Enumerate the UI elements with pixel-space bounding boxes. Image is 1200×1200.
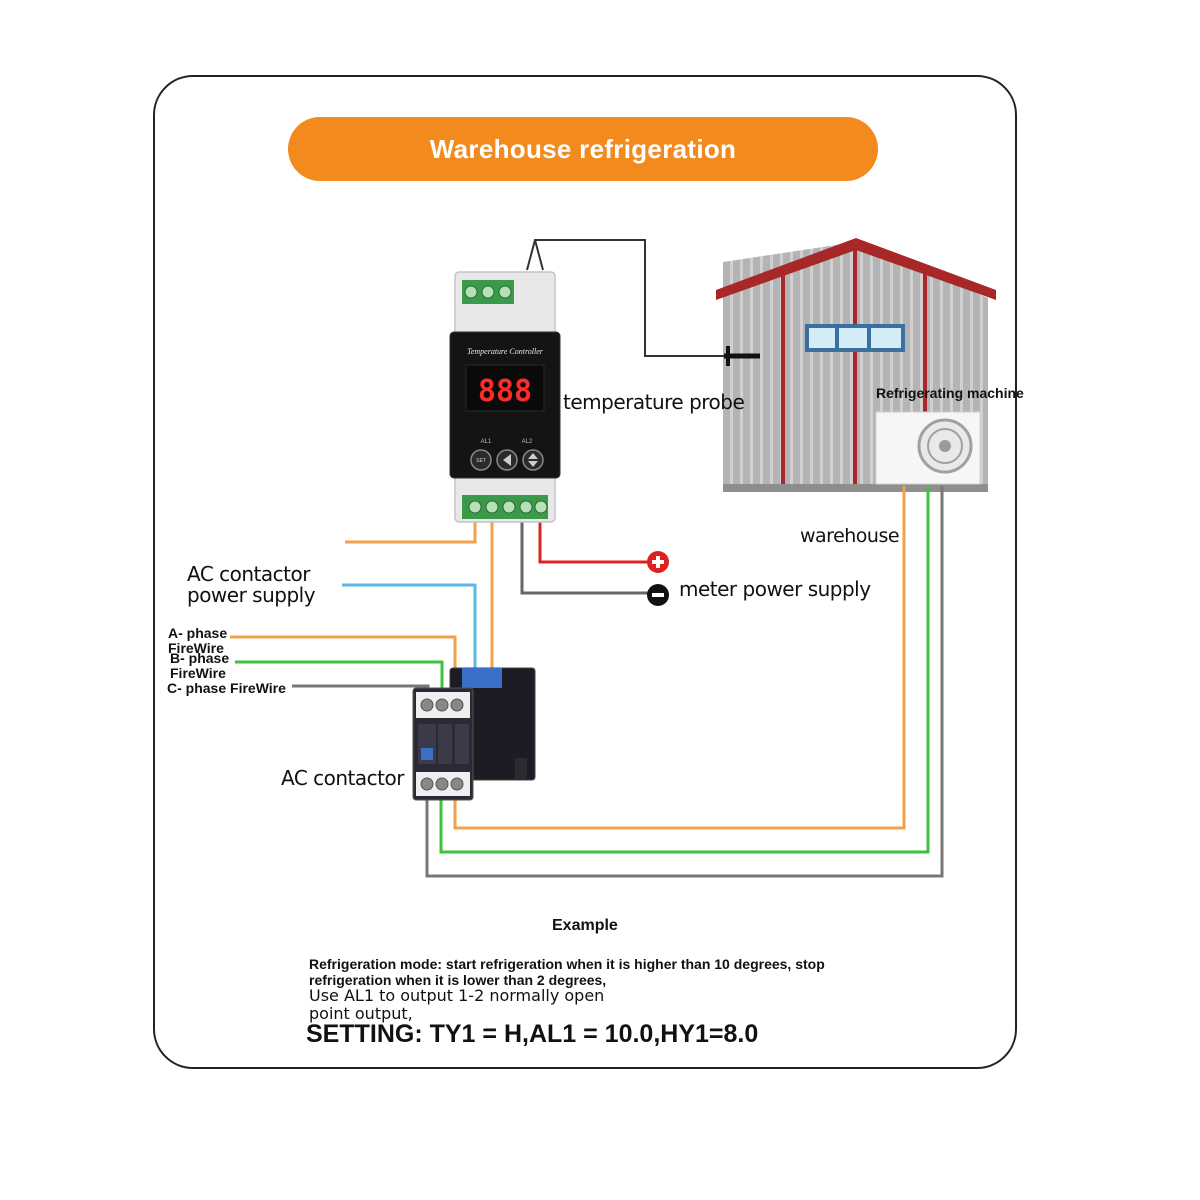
indicator-al1-label: AL1	[481, 439, 492, 445]
label-meter-power: meter power supply	[679, 577, 871, 601]
example-line-4: point output,	[309, 1004, 413, 1023]
up-down-button-icon	[522, 449, 544, 471]
example-heading: Example	[552, 917, 618, 934]
example-line-3: Use AL1 to output 1-2 normally open	[309, 986, 605, 1005]
set-button-icon	[470, 449, 492, 471]
temperature-controller: Temperature Controller 888 AL1 AL2 SET	[449, 271, 561, 523]
wires	[230, 486, 944, 878]
wire-out-gray	[425, 486, 944, 878]
label-c-phase: C- phase FireWire	[167, 680, 286, 696]
indicator-al2-label: AL2	[522, 439, 533, 445]
wire-b-phase	[235, 660, 444, 688]
wire-out-orange	[453, 486, 906, 830]
label-refrigerating-machine: Refrigerating machine	[876, 385, 1024, 401]
warehouse-window	[805, 324, 905, 352]
example-setting: SETTING: TY1 = H,AL1 = 10.0,HY1=8.0	[306, 1020, 759, 1048]
wire-meter-negative	[520, 510, 650, 595]
meter-power-terminals	[647, 551, 669, 606]
wire-meter-positive	[538, 510, 650, 564]
controller-panel-title: Temperature Controller	[467, 347, 544, 356]
label-warehouse: warehouse	[800, 525, 900, 547]
wire-contactor-power	[342, 583, 477, 675]
wire-out-green	[439, 486, 930, 854]
label-temperature-probe: temperature probe	[563, 390, 745, 414]
label-a-phase: A- phase FireWire	[168, 625, 228, 656]
label-ac-contactor: AC contactor	[281, 766, 404, 790]
label-ac-contactor-power: AC contactor power supply	[187, 562, 316, 607]
refrigerating-machine	[875, 411, 981, 485]
example-line-1: Refrigeration mode: start refrigeration …	[309, 956, 825, 972]
title-banner: Warehouse refrigeration	[288, 117, 878, 181]
probe-wire	[526, 239, 760, 366]
label-b-phase: B- phase FireWire	[170, 650, 230, 681]
wire-c-phase	[292, 684, 430, 690]
set-button-label: SET	[476, 458, 486, 464]
ac-contactor	[412, 667, 536, 801]
example-line-2: refrigeration when it is lower than 2 de…	[309, 972, 607, 988]
controller-display: 888	[478, 374, 532, 409]
